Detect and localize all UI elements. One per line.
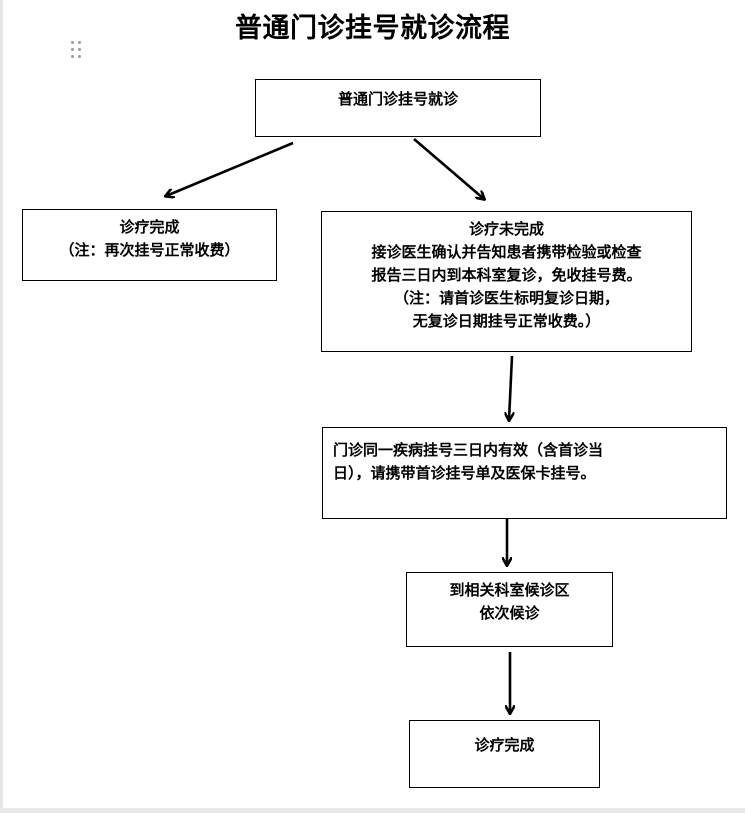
page-left-edge	[0, 0, 3, 813]
node-treatment-incomplete: 诊疗未完成 接诊医生确认并告知患者携带检验或检查 报告三日内到本科室复诊，免收挂…	[321, 211, 692, 352]
node-treatment-incomplete-line-5: 无复诊日期挂号正常收费。）	[412, 312, 601, 330]
page-bottom-edge	[0, 808, 745, 813]
node-treatment-incomplete-line-1: 诊疗未完成	[468, 220, 544, 238]
node-wait-area: 到相关科室候诊区 依次候诊	[406, 572, 613, 647]
node-final-complete: 诊疗完成	[409, 720, 600, 788]
node-treatment-incomplete-line-4: （注：请首诊医生标明复诊日期，	[393, 289, 619, 307]
arrow-start-to-treatment-incomplete	[413, 138, 484, 199]
node-treatment-complete-line-1: 诊疗完成	[119, 218, 180, 236]
node-treatment-incomplete-line-2: 接诊医生确认并告知患者携带检验或检查	[371, 243, 642, 261]
arrow-start-to-treatment-complete	[166, 141, 294, 196]
drag-handle-icon[interactable]	[71, 41, 85, 61]
page-title: 普通门诊挂号就诊流程	[235, 13, 510, 44]
node-final-complete-text: 诊疗完成	[474, 736, 535, 754]
node-wait-area-line-2: 依次候诊	[479, 604, 540, 622]
node-wait-area-line-1: 到相关科室候诊区	[449, 581, 570, 599]
node-treatment-complete-line-2: （注：再次挂号正常收费）	[59, 241, 240, 259]
node-treatment-incomplete-line-3: 报告三日内到本科室复诊，免收挂号费。	[371, 266, 642, 284]
node-treatment-complete: 诊疗完成 （注：再次挂号正常收费）	[22, 209, 277, 281]
node-same-illness-line-2: 日），请携带首诊挂号单及医保卡挂号。	[333, 464, 596, 482]
node-start: 普通门诊挂号就诊	[255, 79, 541, 137]
node-same-illness-line-1: 门诊同一疾病挂号三日内有效（含首诊当	[333, 441, 604, 459]
arrow-incomplete-to-same-illness	[509, 355, 512, 420]
node-start-text: 普通门诊挂号就诊	[337, 90, 458, 108]
node-same-illness: 门诊同一疾病挂号三日内有效（含首诊当 日），请携带首诊挂号单及医保卡挂号。	[322, 427, 727, 519]
